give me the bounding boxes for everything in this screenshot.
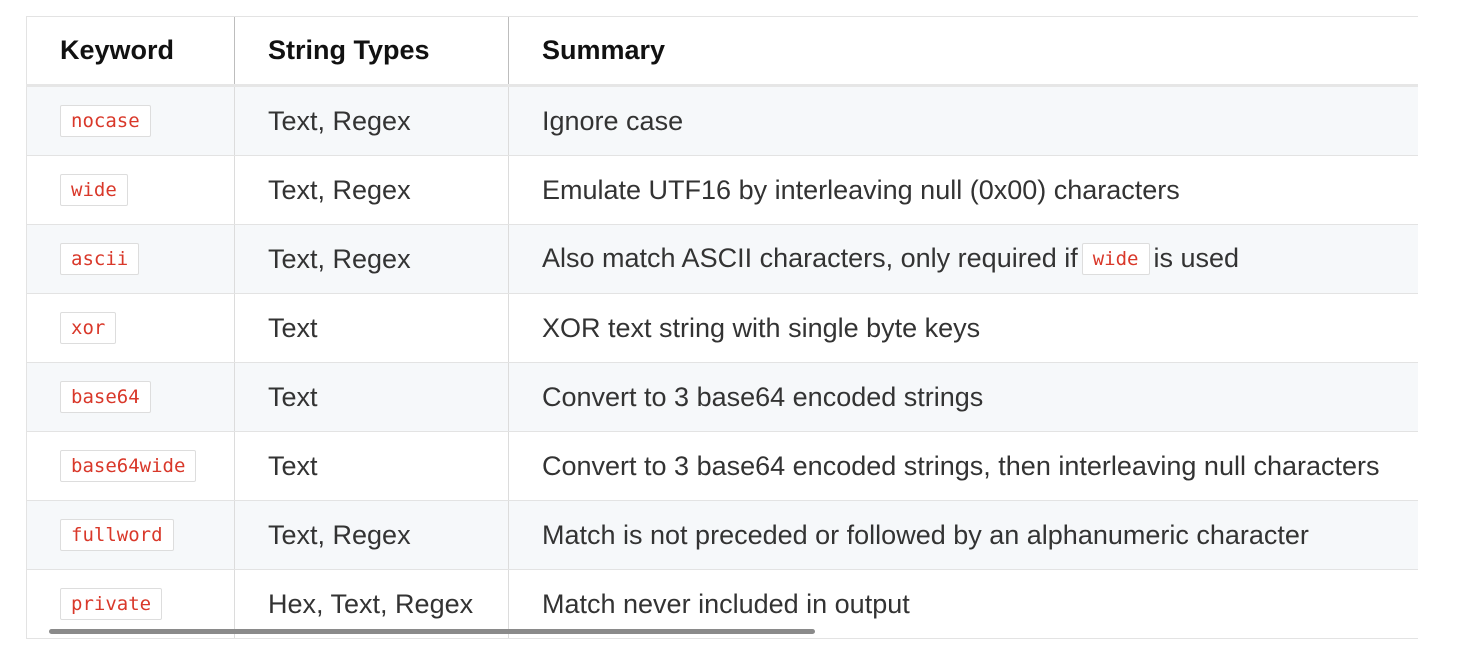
summary-cell: Ignore case	[508, 85, 1418, 156]
summary-cell: Also match ASCII characters, only requir…	[508, 224, 1418, 294]
table-row: wide Text, Regex Emulate UTF16 by interl…	[26, 155, 1418, 225]
string-types-cell: Text	[234, 293, 509, 363]
keyword-code: base64	[60, 381, 151, 414]
summary-text: is used	[1153, 242, 1240, 273]
string-types-cell: Text	[234, 362, 509, 432]
summary-cell: Match never included in output	[508, 569, 1418, 639]
header-string-types: String Types	[234, 17, 509, 87]
horizontal-scrollbar-thumb[interactable]	[49, 629, 815, 634]
string-types-cell: Text, Regex	[234, 500, 509, 570]
table-row: nocase Text, Regex Ignore case	[26, 85, 1418, 156]
keyword-table-container[interactable]: Keyword String Types Summary nocase Text…	[26, 16, 1418, 641]
table-row: base64 Text Convert to 3 base64 encoded …	[26, 362, 1418, 432]
header-summary: Summary	[508, 17, 1418, 87]
header-keyword: Keyword	[26, 17, 235, 87]
summary-cell: XOR text string with single byte keys	[508, 293, 1418, 363]
summary-cell: Emulate UTF16 by interleaving null (0x00…	[508, 155, 1418, 225]
table-row: base64wide Text Convert to 3 base64 enco…	[26, 431, 1418, 501]
keyword-code: xor	[60, 312, 117, 345]
table-row: private Hex, Text, Regex Match never inc…	[26, 569, 1418, 639]
keyword-code: fullword	[60, 519, 174, 552]
string-modifiers-table: Keyword String Types Summary nocase Text…	[26, 17, 1418, 639]
keyword-code: wide	[60, 174, 128, 207]
table-header-row: Keyword String Types Summary	[26, 17, 1418, 87]
table-row: ascii Text, Regex Also match ASCII chara…	[26, 224, 1418, 294]
string-types-cell: Hex, Text, Regex	[234, 569, 509, 639]
summary-cell: Convert to 3 base64 encoded strings	[508, 362, 1418, 432]
summary-text: Also match ASCII characters, only requir…	[542, 242, 1078, 273]
table-row: fullword Text, Regex Match is not preced…	[26, 500, 1418, 570]
inline-code: wide	[1081, 243, 1150, 276]
string-types-cell: Text, Regex	[234, 85, 509, 156]
keyword-code: base64wide	[60, 450, 197, 483]
string-types-cell: Text, Regex	[234, 224, 509, 294]
table-row: xor Text XOR text string with single byt…	[26, 293, 1418, 363]
string-types-cell: Text, Regex	[234, 155, 509, 225]
keyword-code: ascii	[60, 243, 140, 276]
summary-cell: Convert to 3 base64 encoded strings, the…	[508, 431, 1418, 501]
summary-cell: Match is not preceded or followed by an …	[508, 500, 1418, 570]
string-types-cell: Text	[234, 431, 509, 501]
keyword-code: private	[60, 588, 163, 621]
keyword-code: nocase	[60, 105, 151, 138]
